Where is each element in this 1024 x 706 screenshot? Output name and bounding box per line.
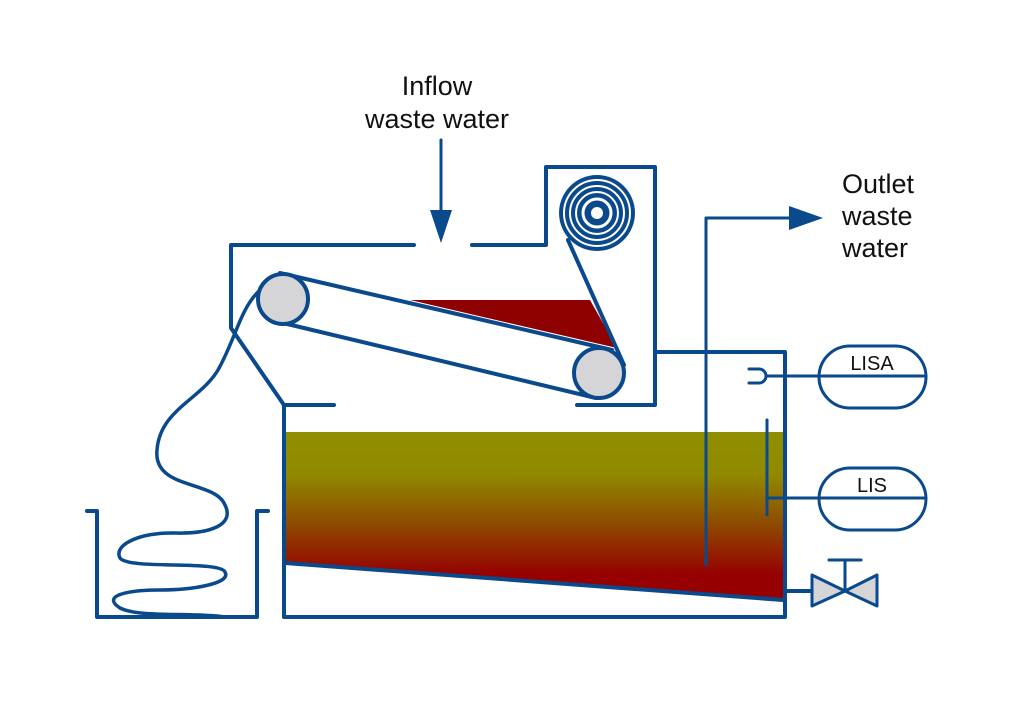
- lis-instrument-label: LIS: [857, 475, 887, 497]
- inflow-label-line2: waste water: [364, 104, 509, 134]
- inflow-label-line1: Inflow: [402, 71, 473, 101]
- outlet-label-line3: water: [841, 233, 908, 263]
- sludge-wedge: [410, 300, 617, 348]
- belt-upper: [278, 271, 614, 352]
- collection-bin: [85, 509, 270, 619]
- ultrasonic-level-sensor: [747, 367, 768, 385]
- coil-roll: [559, 175, 635, 251]
- housing-left: [229, 243, 416, 407]
- lis-instrument-bubble: [817, 466, 928, 532]
- drain-valve[interactable]: [810, 558, 879, 608]
- tank-liquid: [285, 432, 783, 600]
- belt-to-coil: [566, 238, 626, 367]
- roller-right: [572, 346, 626, 400]
- belt-lower: [281, 321, 598, 400]
- roller-left: [256, 272, 310, 326]
- outlet-label-line2: waste: [841, 201, 913, 231]
- housing-right: [470, 165, 657, 407]
- outlet-label-line1: Outlet: [842, 169, 915, 199]
- lisa-instrument-label: LISA: [850, 353, 894, 375]
- sludge-discharge-rope: [111, 290, 260, 619]
- inflow-arrow-head: [430, 210, 452, 243]
- outlet-arrow-head: [789, 206, 823, 230]
- tank-sloped-floor: [283, 561, 785, 602]
- outlet-pipe: [704, 216, 794, 567]
- lisa-instrument-bubble: [817, 344, 928, 410]
- tank-outline: [282, 350, 787, 619]
